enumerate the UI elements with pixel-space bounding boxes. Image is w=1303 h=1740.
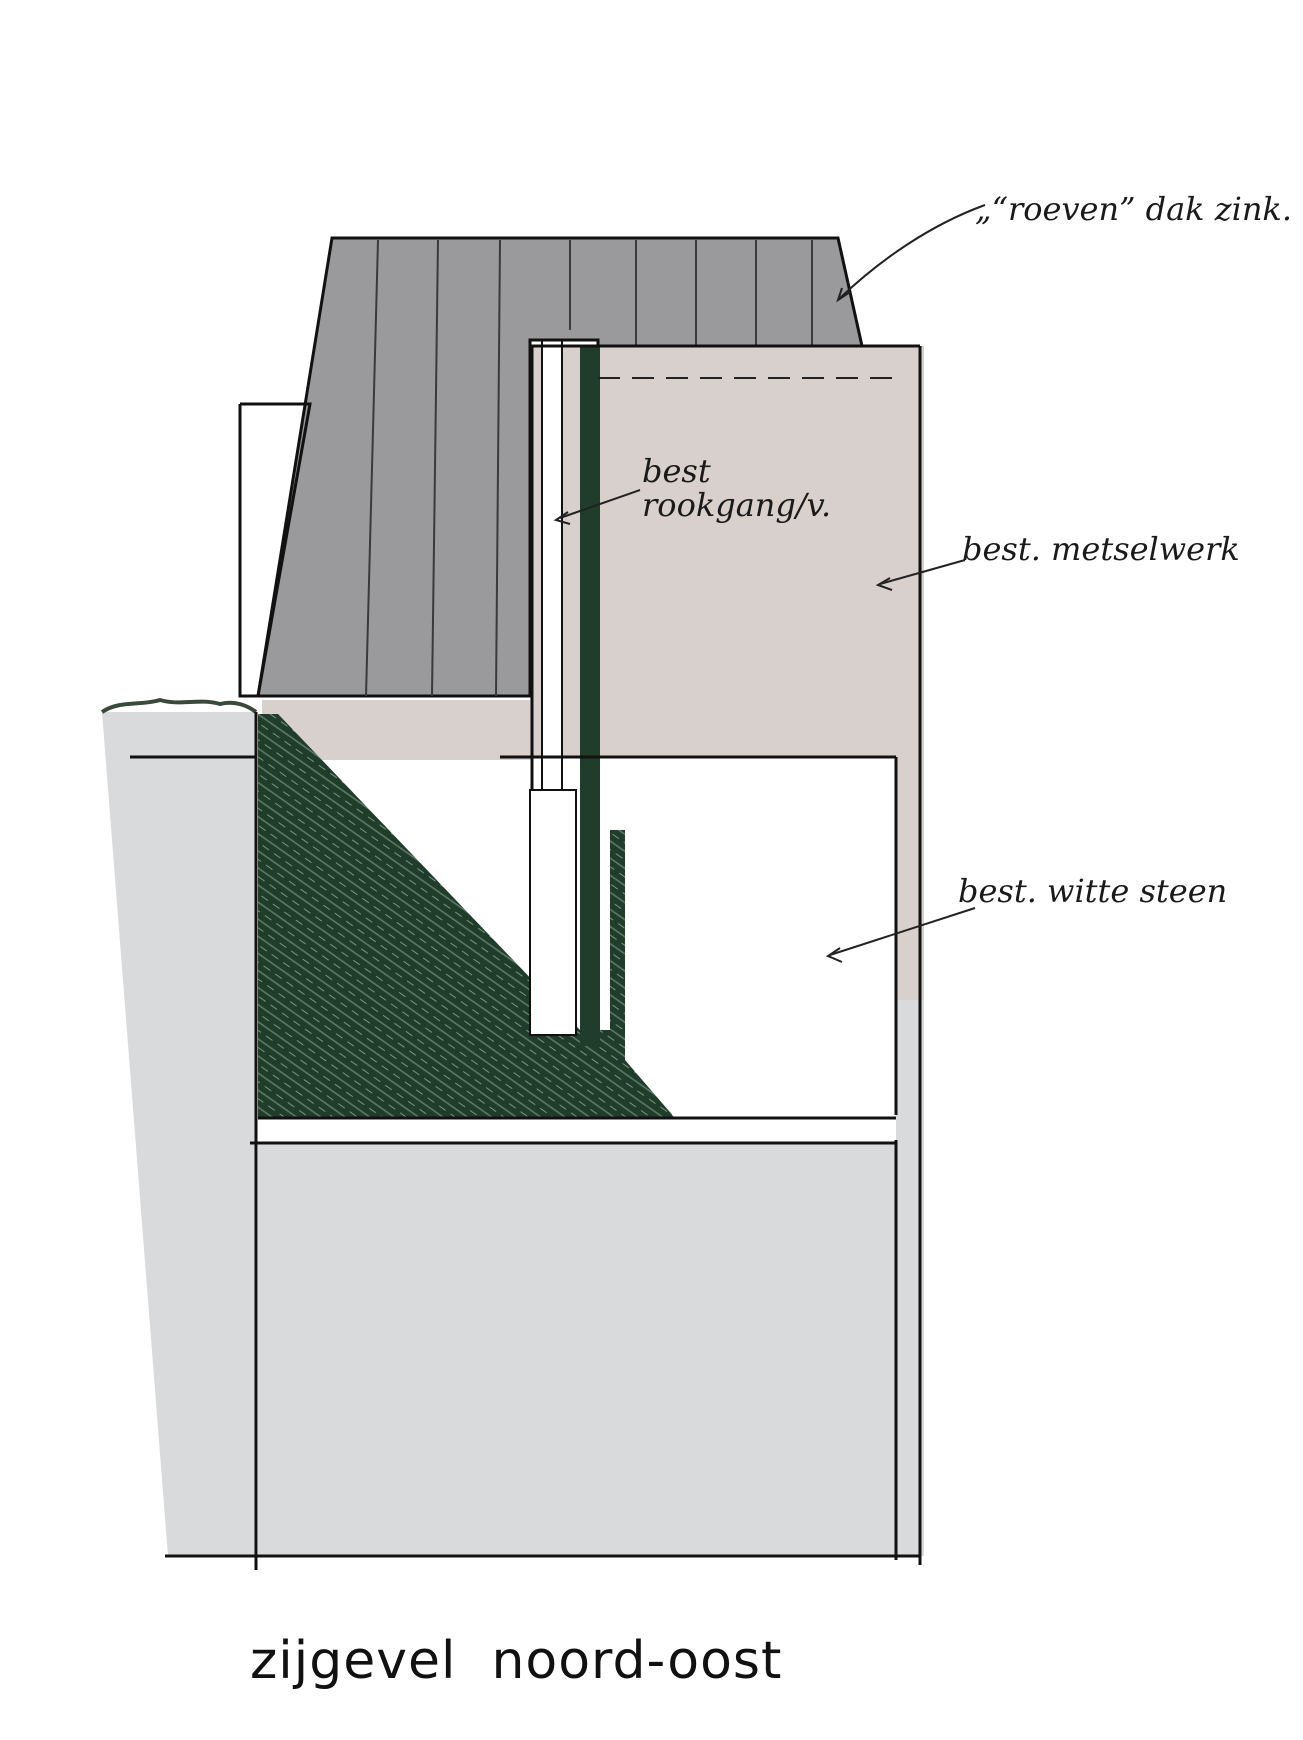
chimney-dark-band	[580, 346, 600, 1046]
label-chimney-line1: best	[642, 452, 711, 490]
chimney-pipe	[541, 321, 563, 793]
leader-lines	[553, 204, 986, 963]
shadow-hatch-area	[258, 714, 675, 1118]
zinc-roof	[256, 236, 864, 698]
grass-edge	[100, 697, 258, 714]
leader-roof	[839, 204, 986, 299]
label-roof: „“roeven” dak zink.	[975, 190, 1292, 228]
leader-chimney	[559, 489, 641, 519]
drawing-caption: zijgevel noord-oost	[250, 1631, 782, 1691]
dormer-frame	[238, 402, 312, 698]
label-chimney-line2: rookgang/v.	[642, 486, 831, 524]
leader-white-stone	[829, 907, 976, 956]
lower-wall-main	[258, 1143, 898, 1556]
label-white-stone: best. witte steen	[958, 872, 1227, 910]
roof-seams	[365, 239, 813, 697]
chimney-base	[529, 789, 577, 1036]
elevation-outlines	[130, 344, 922, 1570]
leader-masonry	[879, 559, 966, 585]
lower-wall-left	[102, 712, 256, 1556]
label-masonry: best. metselwerk	[962, 530, 1240, 568]
